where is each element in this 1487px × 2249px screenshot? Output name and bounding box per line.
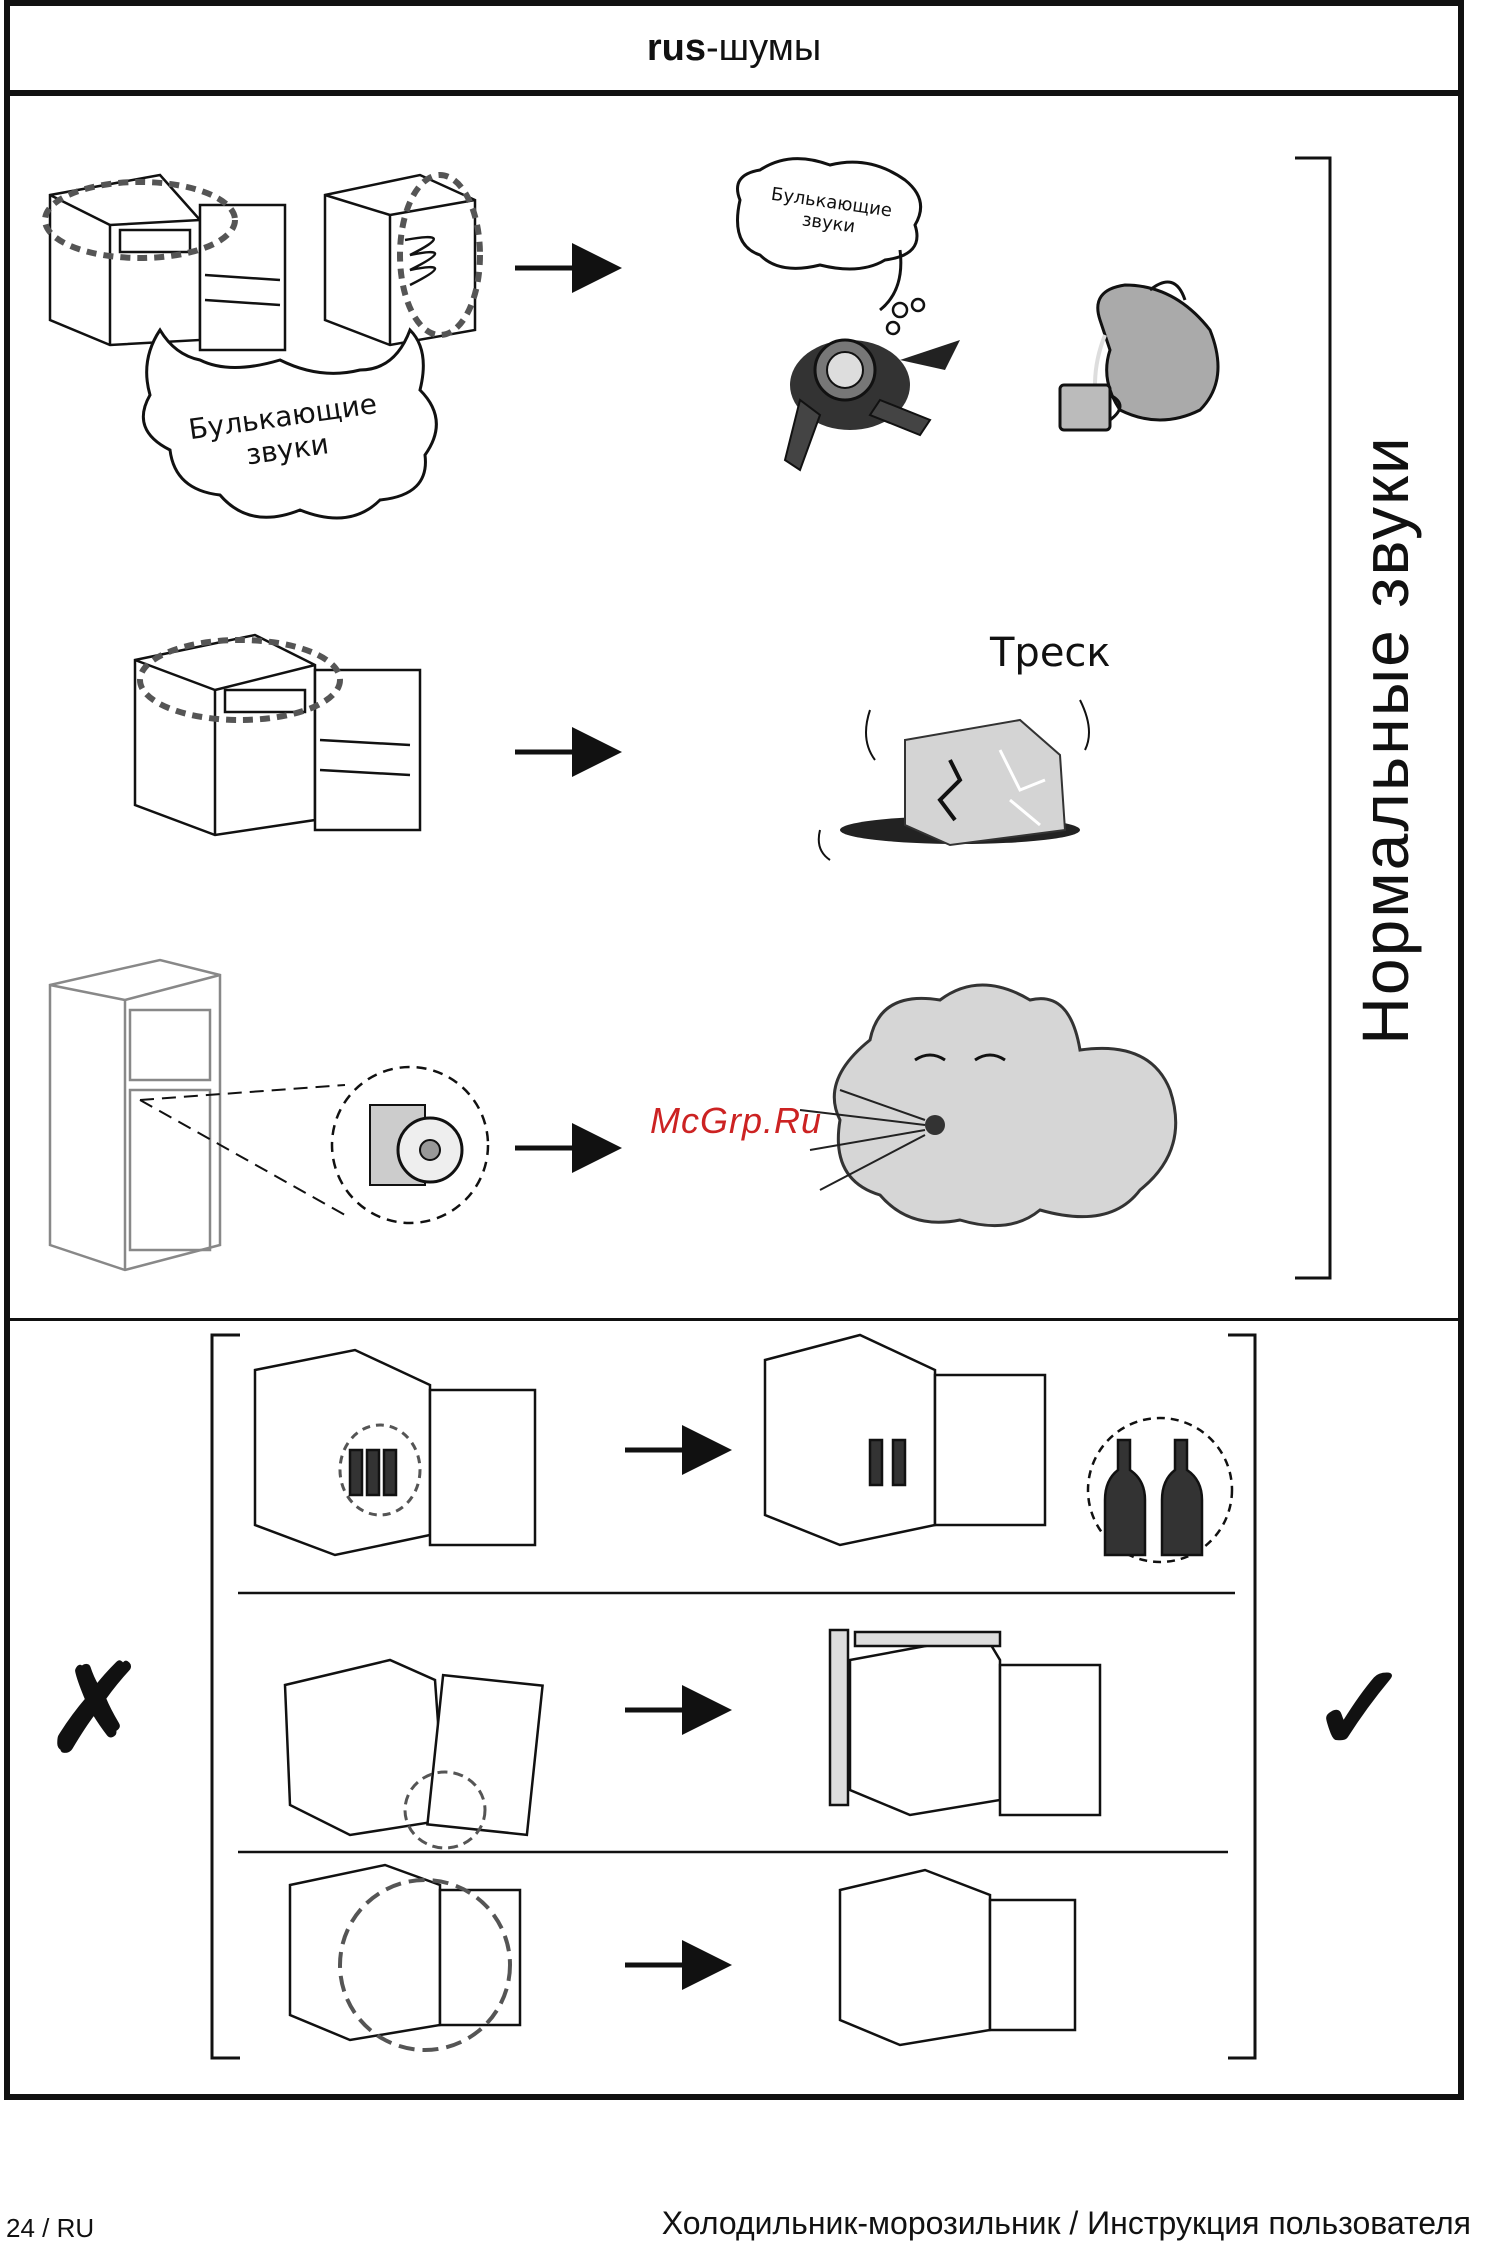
correct-icon: ✓: [1310, 1640, 1411, 1779]
fridge-leveled: [830, 1630, 1100, 1815]
fridge-door-issue: [290, 1865, 520, 2050]
footer-page-number: 24 / RU: [6, 2213, 94, 2244]
fridge-tilted: [285, 1660, 543, 1848]
fridge-door-fixed: [840, 1870, 1075, 2045]
wrong-icon: ✗: [45, 1640, 146, 1779]
blowing-cloud-illustration: [800, 985, 1176, 1226]
bracket-right: [1228, 1335, 1255, 2058]
fridge-crowded-bottles: [255, 1350, 535, 1555]
fridge-open-illustration-2: [135, 635, 420, 835]
fridge-tall-illustration: [50, 960, 220, 1270]
crack-label: Треск: [990, 630, 1111, 676]
footer-doc-title: Холодильник-морозильник / Инструкция пол…: [662, 2205, 1471, 2242]
fridge-spaced-bottles: [765, 1335, 1232, 1562]
cracking-ice-illustration: [819, 700, 1089, 860]
bracket-left: [212, 1335, 240, 2058]
diver-illustration: [785, 340, 960, 470]
jug-pouring-illustration: [1060, 282, 1218, 430]
fridge-open-illustration: [50, 175, 285, 350]
bracket: [1295, 158, 1330, 1278]
normal-sounds-label: Нормальные звуки: [1340, 380, 1430, 1100]
watermark: McGrp.Ru: [650, 1100, 822, 1142]
